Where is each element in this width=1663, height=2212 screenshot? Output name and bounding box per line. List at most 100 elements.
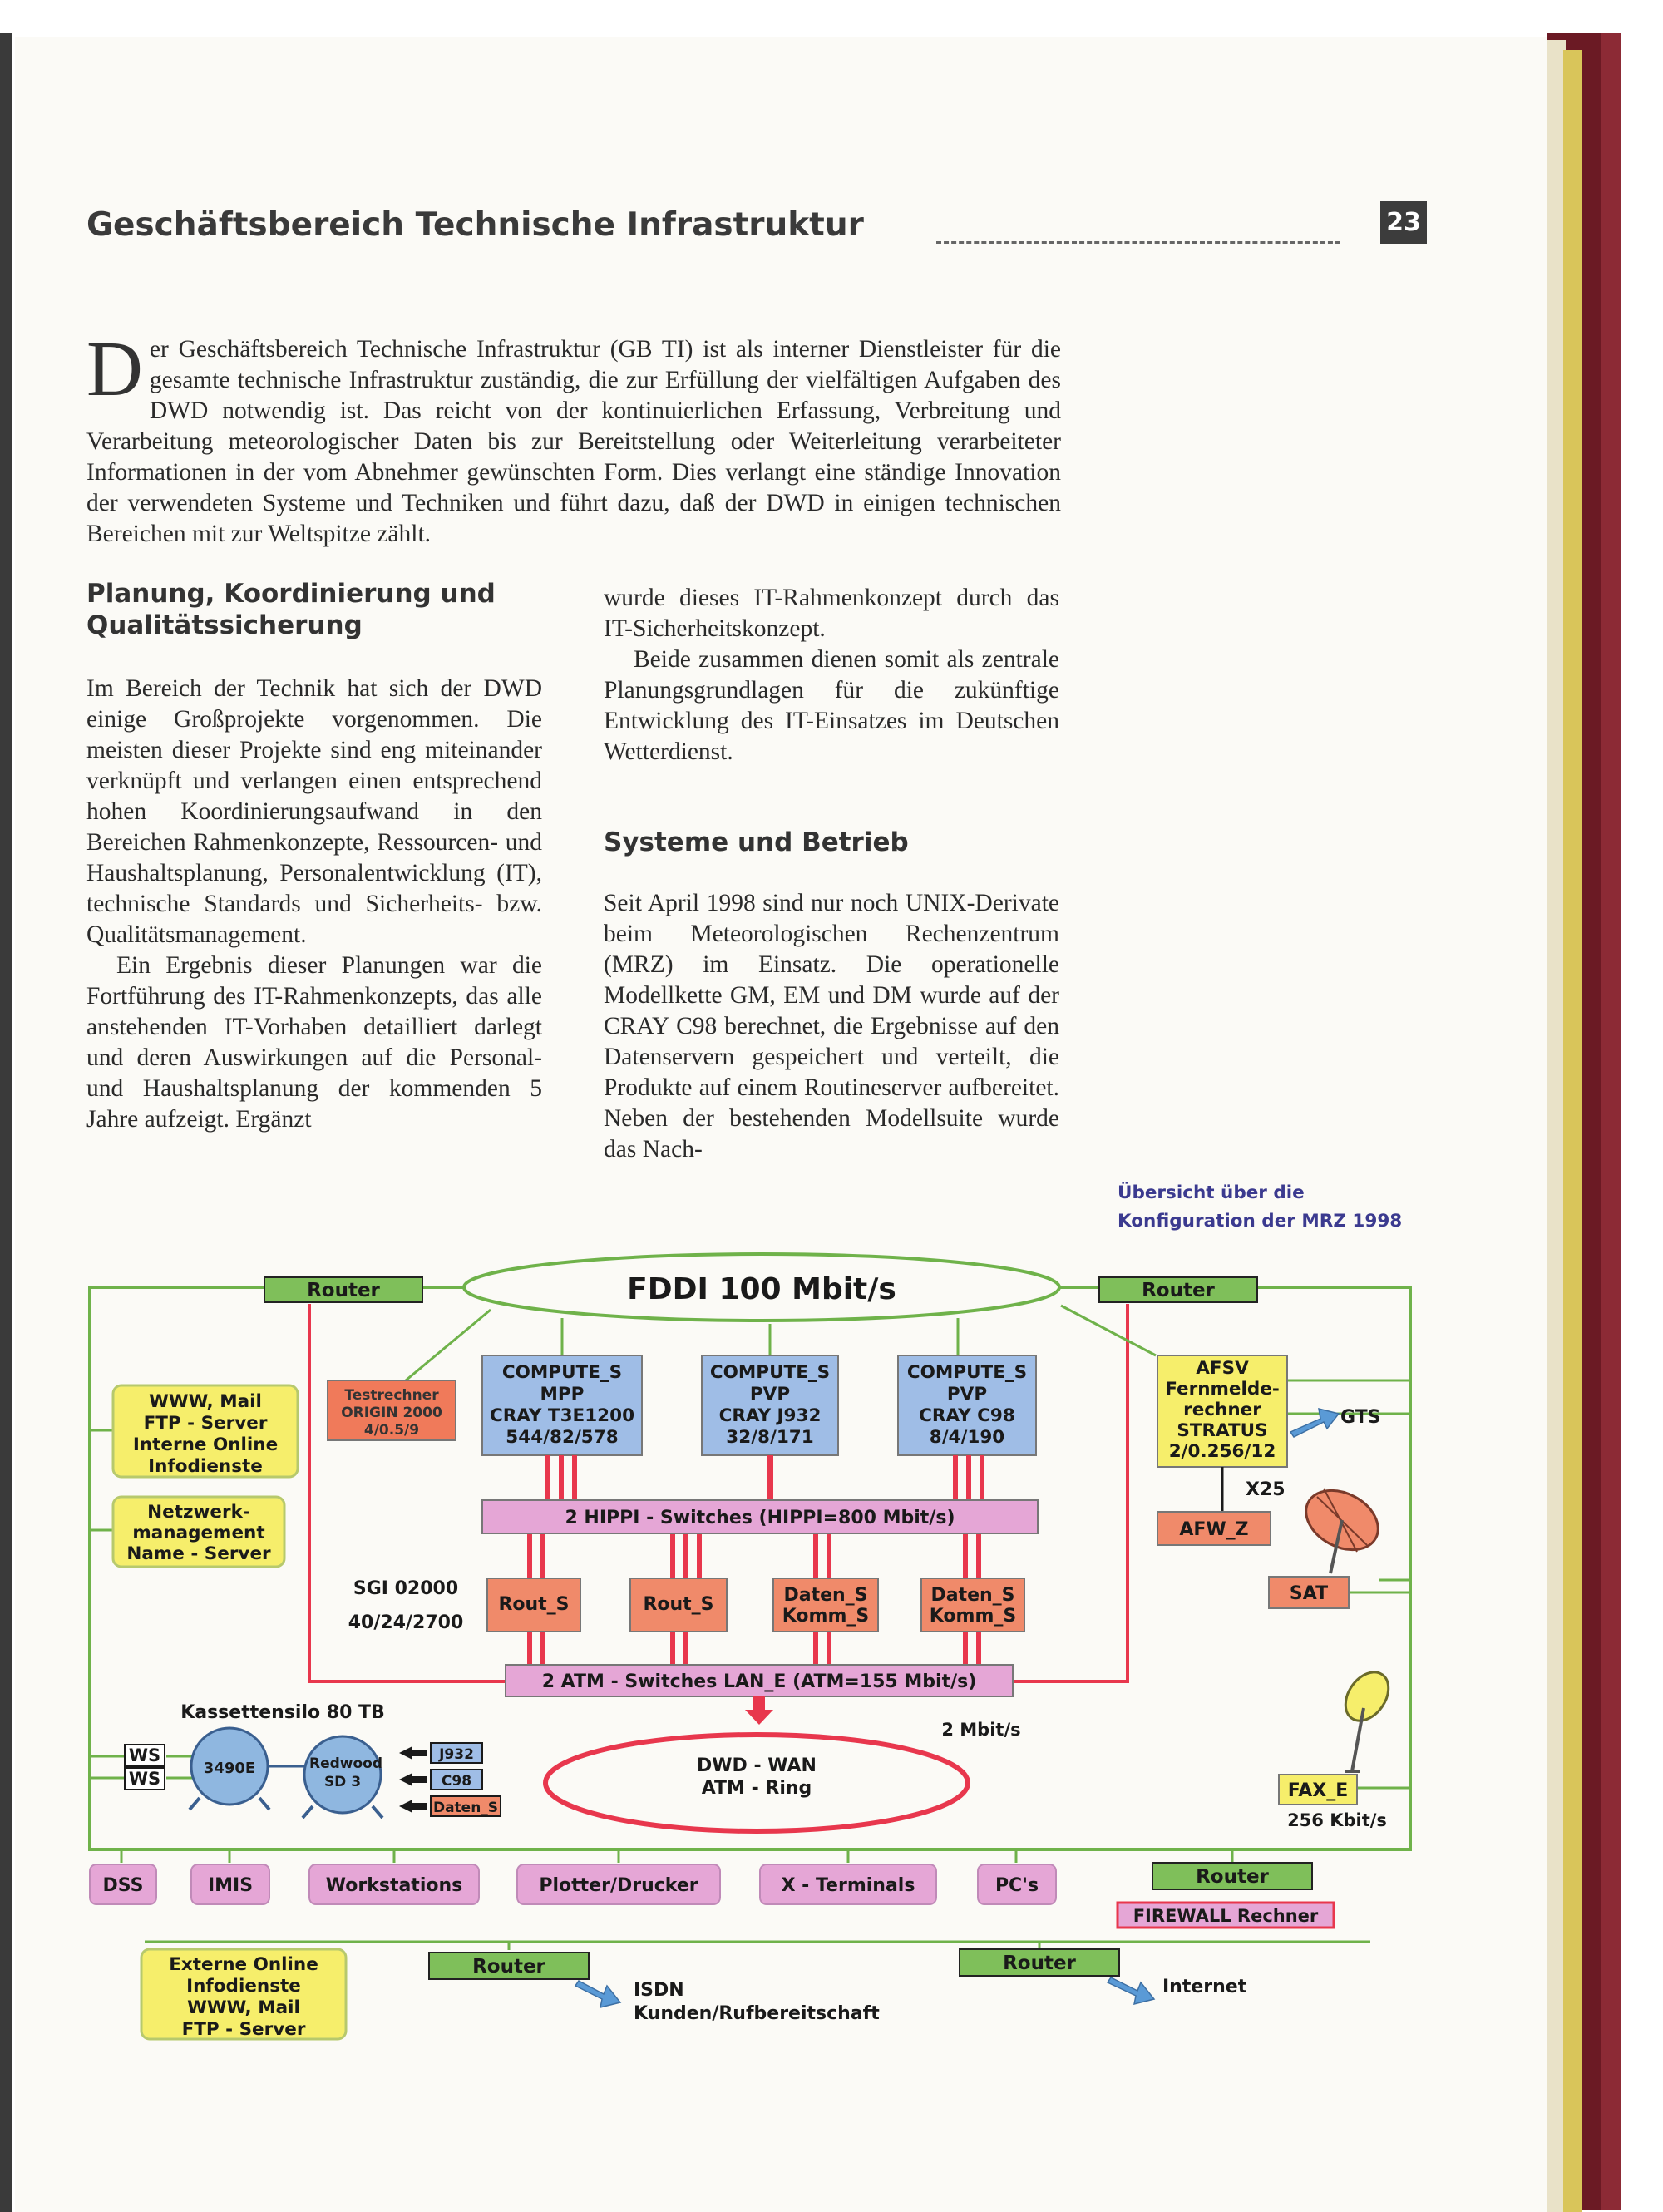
compute-line: COMPUTE_S: [502, 1362, 622, 1383]
fddi-ring: [462, 1252, 1061, 1322]
router-isdn: Router: [428, 1952, 590, 1980]
internet-arrow: [1106, 1977, 1156, 2006]
netz-line: Name - Server: [126, 1543, 271, 1564]
compute-box-c98: COMPUTE_S PVP CRAY C98 8/4/190: [897, 1355, 1037, 1456]
compute-line: PVP: [750, 1384, 790, 1405]
compute-line: COMPUTE_S: [907, 1362, 1027, 1383]
fax-dish-icon: [1344, 1671, 1390, 1773]
testrechner-line: ORIGIN 2000: [341, 1405, 442, 1421]
hippi-connectors: [527, 1455, 984, 1665]
paragraph: Beide zusammen dienen somit als zentrale…: [604, 646, 1059, 765]
atm-label: 2 ATM - Switches LAN_E (ATM=155 Mbit/s): [542, 1671, 977, 1692]
firewall-label: FIREWALL Rechner: [1133, 1906, 1319, 1926]
gts-label: GTS: [1340, 1407, 1381, 1428]
wan-line: DWD - WAN: [697, 1755, 817, 1776]
intro-text: er Geschäftsbereich Technische Infrastru…: [86, 336, 1061, 547]
server-box-rout-1: Rout_S: [486, 1578, 581, 1632]
server-box-rout-2: Rout_S: [629, 1578, 728, 1632]
wan-line: ATM - Ring: [702, 1778, 812, 1799]
wan-arrow-stem: [753, 1696, 765, 1711]
caption-line: Übersicht über die: [1118, 1183, 1305, 1203]
heading-line: Qualitätssicherung: [86, 610, 363, 640]
fax-speed: 256 Kbit/s: [1287, 1810, 1387, 1830]
sgi-line: SGI 02000: [353, 1578, 458, 1599]
box-j932: J932: [430, 1742, 483, 1764]
drop-cap: D: [86, 326, 143, 412]
ws-box-2: WS: [124, 1767, 165, 1790]
page-edges-gold: [1563, 50, 1582, 2212]
netz-line: management: [132, 1523, 264, 1543]
afw-label: AFW_Z: [1179, 1519, 1248, 1540]
wan-speed: 2 Mbit/s: [941, 1720, 1020, 1740]
server-box-daten-2: Daten_S Komm_S: [920, 1578, 1025, 1632]
page-header-title: Geschäftsbereich Technische Infrastruktu…: [86, 206, 864, 244]
router-top-left: Router: [264, 1276, 423, 1303]
compute-line: 32/8/171: [726, 1427, 813, 1448]
afsv-line: rechner: [1183, 1400, 1261, 1420]
box-c98: C98: [430, 1769, 483, 1790]
paragraph: Seit April 1998 sind nur noch UNIX-Deriv…: [604, 890, 1059, 1163]
afsv-box: AFSV Fernmelde- rechner STRATUS 2/0.256/…: [1157, 1355, 1288, 1468]
header-rule: [936, 241, 1340, 244]
testrechner-line: Testrechner: [344, 1387, 439, 1404]
column-2-text: wurde dieses IT-Rahmenkonzept durch das …: [604, 583, 1059, 768]
paragraph: Ein Ergebnis dieser Planungen war die Fo…: [86, 952, 542, 1133]
testrechner-line: 4/0.5/9: [364, 1422, 419, 1439]
externe-line: Externe Online: [169, 1954, 318, 1975]
sat-box: SAT: [1268, 1576, 1350, 1609]
externe-line: FTP - Server: [182, 2019, 306, 2040]
device-workstations: Workstations: [308, 1864, 480, 1905]
figure-caption: Übersicht über die Konfiguration der MRZ…: [1118, 1179, 1450, 1236]
device-x-terminals: X - Terminals: [759, 1864, 937, 1905]
section-heading-systeme: Systeme und Betrieb: [604, 827, 909, 857]
x25-label: X25: [1246, 1479, 1285, 1500]
firewall-box: FIREWALL Rechner: [1116, 1901, 1335, 1929]
section-heading-planung: Planung, Koordinierung und Qualitätssich…: [86, 578, 585, 641]
top-margin: [0, 0, 1663, 33]
wan-arrow-head: [745, 1710, 773, 1725]
router-label: Router: [1142, 1280, 1215, 1301]
wan-ring: [543, 1732, 970, 1834]
left-gutter: [0, 33, 12, 2212]
isdn-line: ISDN: [634, 1980, 684, 2001]
compute-line: CRAY T3E1200: [490, 1405, 634, 1426]
device-label: IMIS: [208, 1875, 253, 1896]
sat-label: SAT: [1290, 1583, 1328, 1604]
externe-line: Infodienste: [186, 1976, 301, 1997]
silo-label: SD 3: [324, 1774, 361, 1790]
fddi-label: FDDI 100 Mbit/s: [627, 1272, 896, 1306]
afw-box: AFW_Z: [1157, 1511, 1271, 1546]
device-label: PC's: [995, 1875, 1039, 1896]
satellite-dish-icon: [1305, 1488, 1379, 1574]
paragraph: wurde dieses IT-Rahmenkonzept durch das …: [604, 585, 1059, 642]
www-line: Infodienste: [148, 1456, 263, 1477]
cover-edge: [1601, 32, 1621, 2210]
compute-box-t3e: COMPUTE_S MPP CRAY T3E1200 544/82/578: [481, 1355, 643, 1456]
server-label: Rout_S: [498, 1594, 569, 1615]
compute-box-j932: COMPUTE_S PVP CRAY J932 32/8/171: [701, 1355, 839, 1456]
server-box-daten-1: Daten_S Komm_S: [772, 1578, 879, 1632]
www-server-box: WWW, Mail FTP - Server Interne Online In…: [111, 1384, 299, 1479]
netz-line: Netzwerk-: [147, 1502, 250, 1523]
router-label: Router: [307, 1280, 380, 1301]
compute-line: CRAY J932: [719, 1405, 822, 1426]
server-label: Rout_S: [643, 1594, 713, 1615]
atm-switch-bar: 2 ATM - Switches LAN_E (ATM=155 Mbit/s): [505, 1664, 1014, 1697]
afsv-line: 2/0.256/12: [1169, 1441, 1276, 1462]
compute-line: CRAY C98: [919, 1405, 1015, 1426]
silo-redwood-icon: Redwood SD 3: [301, 1735, 384, 1819]
small-box-label: J932: [438, 1746, 474, 1763]
heading-line: Planung, Koordinierung und: [86, 579, 496, 609]
www-line: Interne Online: [133, 1434, 278, 1455]
isdn-line: Kunden/Rufbereitschaft: [634, 2003, 880, 2024]
router-top-right: Router: [1098, 1276, 1258, 1303]
device-label: Workstations: [326, 1875, 462, 1896]
fax-label: FAX_E: [1288, 1780, 1349, 1801]
device-plotter: Plotter/Drucker: [516, 1864, 721, 1905]
silo-3490e-icon: 3490E: [188, 1726, 271, 1811]
compute-line: PVP: [947, 1384, 987, 1405]
paragraph: Im Bereich der Technik hat sich der DWD …: [86, 675, 542, 948]
